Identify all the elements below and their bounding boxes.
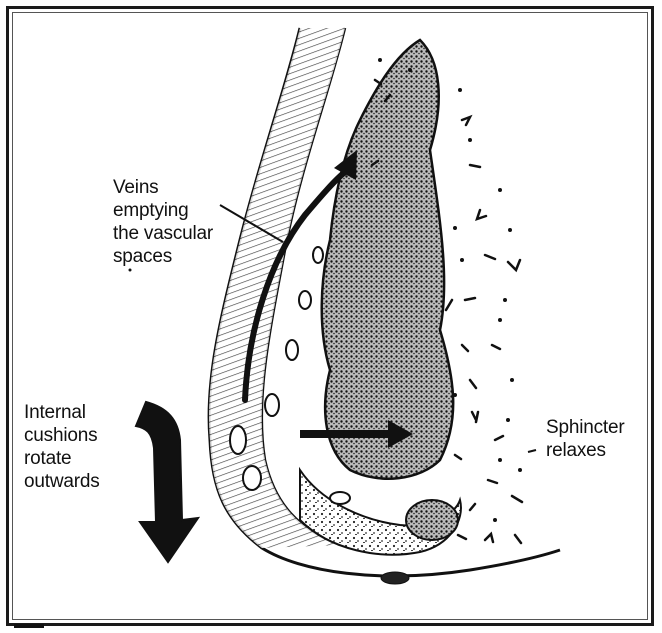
vessel	[230, 426, 246, 454]
vessel	[313, 247, 323, 263]
vessel	[381, 572, 409, 584]
vessel	[243, 466, 261, 490]
sphincter-leader-mark	[528, 450, 536, 452]
vascular-cushions	[322, 40, 453, 479]
vessel	[299, 291, 311, 309]
internal-cushions-label: Internal cushions rotate outwards	[24, 401, 100, 493]
vessel	[286, 340, 298, 360]
anal-opening	[406, 500, 458, 540]
vessel	[330, 492, 350, 504]
vessel	[265, 394, 279, 416]
veins-label: Veins emptying the vascular spaces	[113, 176, 213, 268]
sphincter-label: Sphincter relaxes	[546, 416, 624, 462]
corner-mark	[14, 624, 44, 628]
downward-arrow	[136, 402, 198, 562]
